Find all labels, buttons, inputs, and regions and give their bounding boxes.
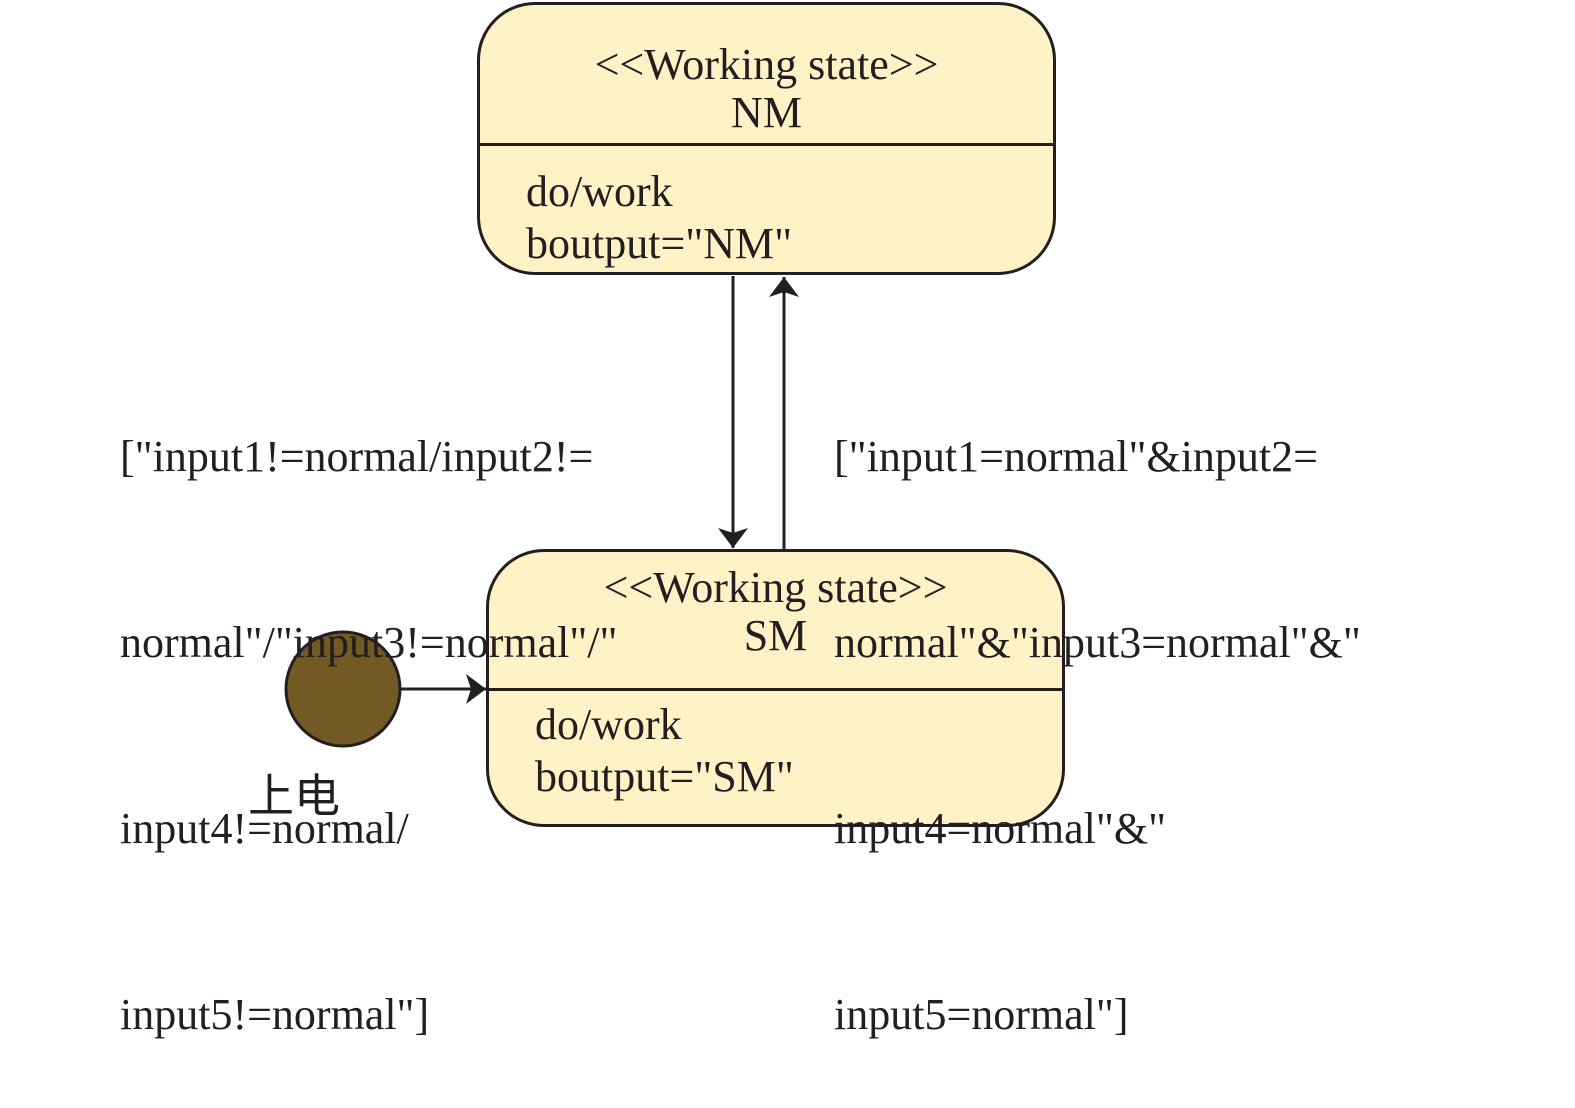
- state-nm[interactable]: <<Working state>> NM do/work boutput="NM…: [477, 2, 1056, 275]
- state-sm-actions: do/work boutput="SM": [489, 691, 1062, 824]
- guard-line: input5=normal"]: [834, 990, 1129, 1039]
- state-sm[interactable]: <<Working state>> SM do/work boutput="SM…: [486, 549, 1065, 827]
- guard-sm-to-nm: ["input1=normal"&input2= normal"&"input3…: [834, 302, 1361, 1108]
- state-nm-action-output: boutput="NM": [526, 219, 793, 268]
- guard-line: ["input1!=normal/input2!=: [120, 432, 594, 481]
- guard-line: normal"&"input3=normal"&": [834, 618, 1361, 667]
- state-nm-header: <<Working state>> NM: [480, 5, 1053, 146]
- state-sm-stereotype: <<Working state>>: [603, 563, 948, 612]
- state-nm-action-do: do/work: [526, 167, 673, 216]
- guard-line: input4=normal"&": [834, 804, 1167, 853]
- state-sm-header: <<Working state>> SM: [489, 552, 1062, 691]
- state-nm-name: NM: [731, 88, 802, 137]
- guard-nm-to-sm: ["input1!=normal/input2!= normal"/"input…: [120, 302, 617, 1108]
- state-nm-actions: do/work boutput="NM": [480, 146, 1053, 272]
- transition-layer: [284, 276, 799, 748]
- initial-state-label: 上电: [248, 769, 340, 823]
- guard-line: normal"/"input3!=normal"/": [120, 618, 618, 667]
- guard-line: input4!=normal/: [120, 804, 409, 853]
- guard-line: input5!=normal"]: [120, 990, 430, 1039]
- state-sm-action-output: boutput="SM": [535, 752, 794, 801]
- state-nm-stereotype: <<Working state>>: [594, 40, 939, 89]
- state-sm-name: SM: [743, 611, 808, 660]
- state-sm-action-do: do/work: [535, 700, 682, 749]
- guard-line: ["input1=normal"&input2=: [834, 432, 1318, 481]
